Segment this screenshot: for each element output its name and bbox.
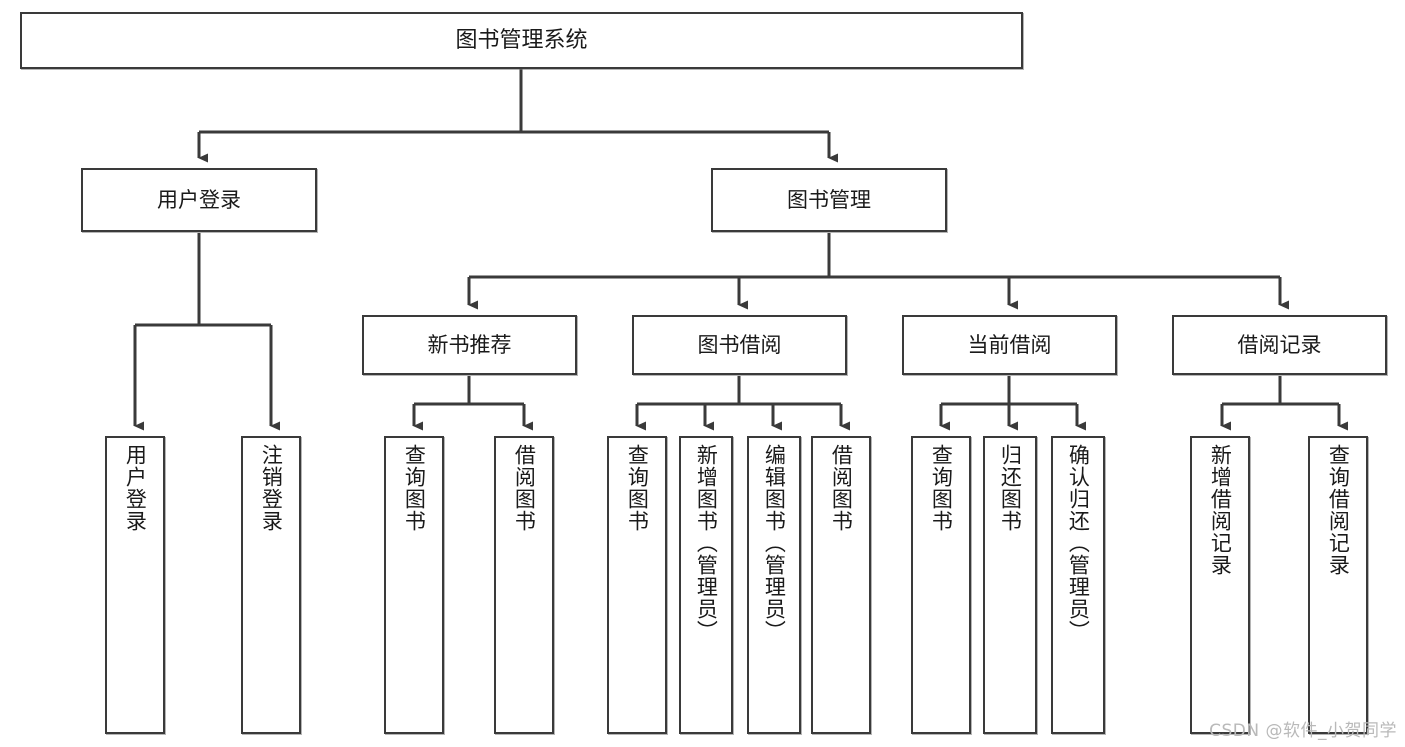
node-book-borrow[interactable]: 图书借阅 xyxy=(632,315,847,375)
node-label: 图书管理系统 xyxy=(455,27,588,53)
node-label: 注销登录 xyxy=(259,444,284,532)
leaf-add-book-admin[interactable]: 新增图书（管理员） xyxy=(679,436,733,734)
node-root-system[interactable]: 图书管理系统 xyxy=(20,12,1023,69)
node-label: 新增借阅记录 xyxy=(1208,444,1233,576)
node-label: 归还图书 xyxy=(998,444,1023,532)
leaf-add-borrow-record[interactable]: 新增借阅记录 xyxy=(1190,436,1250,734)
node-label: 当前借阅 xyxy=(967,332,1052,357)
node-label: 用户登录 xyxy=(157,187,241,212)
node-label: 查询图书 xyxy=(929,444,954,532)
leaf-edit-book-admin[interactable]: 编辑图书（管理员） xyxy=(747,436,801,734)
node-label: 用户登录 xyxy=(123,444,148,532)
leaf-borrow-book[interactable]: 借阅图书 xyxy=(811,436,871,734)
node-current-borrow[interactable]: 当前借阅 xyxy=(902,315,1117,375)
node-new-book-recommend[interactable]: 新书推荐 xyxy=(362,315,577,375)
node-label: 新增图书（管理员） xyxy=(694,444,719,642)
watermark-text: CSDN @软件_小贺同学 xyxy=(1209,721,1397,741)
node-label: 查询图书 xyxy=(402,444,427,532)
leaf-query-book-borrow[interactable]: 查询图书 xyxy=(607,436,667,734)
node-label: 借阅图书 xyxy=(829,444,854,532)
leaf-query-book-current[interactable]: 查询图书 xyxy=(911,436,971,734)
node-label: 图书管理 xyxy=(787,187,871,212)
node-borrow-record[interactable]: 借阅记录 xyxy=(1172,315,1387,375)
node-label: 借阅图书 xyxy=(512,444,537,532)
leaf-user-login[interactable]: 用户登录 xyxy=(105,436,165,734)
leaf-borrow-book-recommend[interactable]: 借阅图书 xyxy=(494,436,554,734)
node-label: 编辑图书（管理员） xyxy=(762,444,787,642)
leaf-return-book[interactable]: 归还图书 xyxy=(983,436,1037,734)
node-book-management[interactable]: 图书管理 xyxy=(711,168,947,232)
node-label: 新书推荐 xyxy=(427,332,512,357)
leaf-user-logout[interactable]: 注销登录 xyxy=(241,436,301,734)
node-label: 图书借阅 xyxy=(697,332,782,357)
leaf-confirm-return-admin[interactable]: 确认归还（管理员） xyxy=(1051,436,1105,734)
leaf-query-borrow-record[interactable]: 查询借阅记录 xyxy=(1308,436,1368,734)
node-label: 借阅记录 xyxy=(1237,332,1322,357)
node-label: 查询图书 xyxy=(625,444,650,532)
node-user-login[interactable]: 用户登录 xyxy=(81,168,317,232)
leaf-query-book-recommend[interactable]: 查询图书 xyxy=(384,436,444,734)
node-label: 查询借阅记录 xyxy=(1326,444,1351,576)
node-label: 确认归还（管理员） xyxy=(1066,444,1091,642)
